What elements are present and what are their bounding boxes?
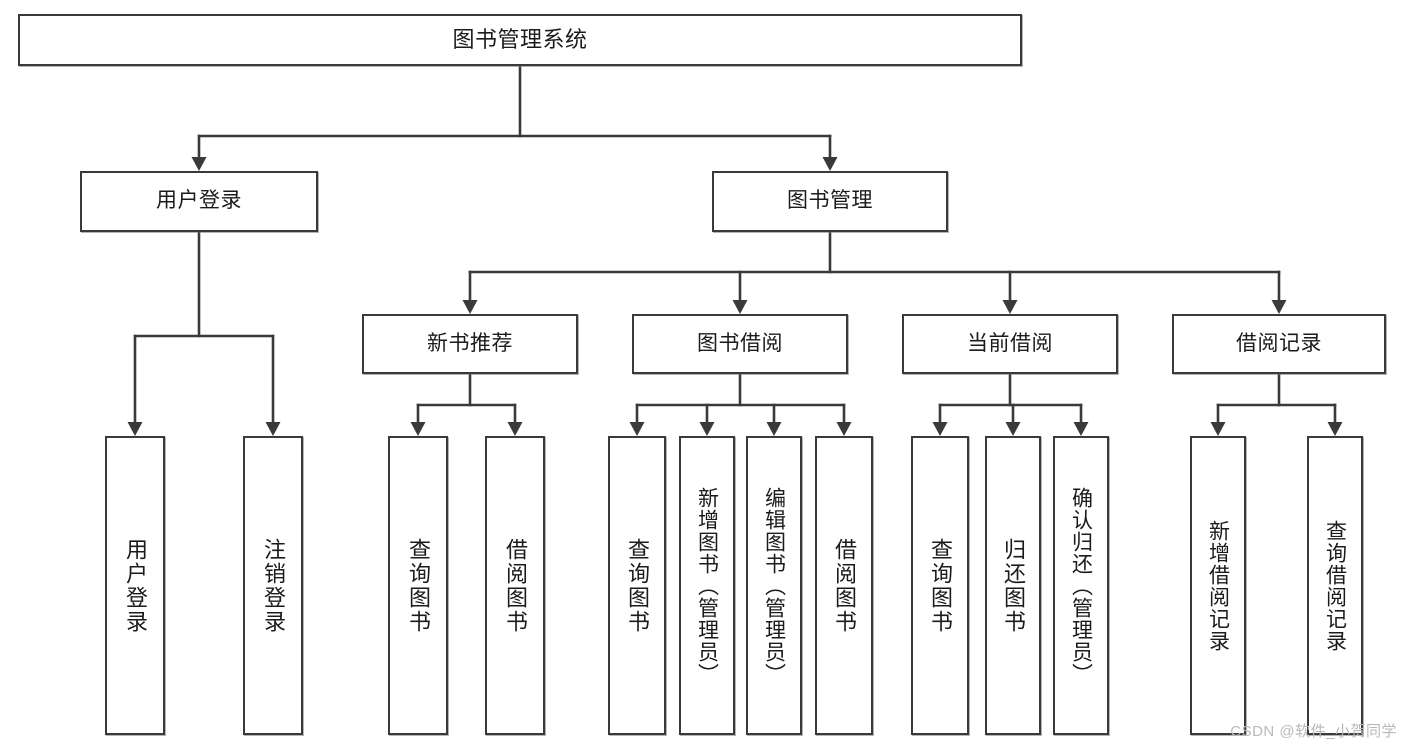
node-leaf-user-logout[interactable]: 注销登录 xyxy=(243,436,303,735)
node-leaf-user-login[interactable]: 用户登录 xyxy=(105,436,165,735)
node-label: 新增借阅记录 xyxy=(1206,519,1230,652)
edge-book-manage-arrow-1-head xyxy=(732,300,748,314)
node-leaf-add-record[interactable]: 新增借阅记录 xyxy=(1190,436,1246,735)
node-leaf-cur-query-book[interactable]: 查询图书 xyxy=(911,436,969,735)
node-label: 查询图书 xyxy=(625,537,650,634)
edge-new-book-rec-arrow-0-head xyxy=(410,422,426,436)
csdn-watermark: CSDN @软件_小贺同学 xyxy=(1230,723,1397,740)
edge-book-manage-arrow-3-head xyxy=(1271,300,1287,314)
node-leaf-edit-book[interactable]: 编辑图书（管理员） xyxy=(746,436,802,735)
node-user-login[interactable]: 用户登录 xyxy=(80,171,318,232)
node-label: 查询借阅记录 xyxy=(1323,519,1347,652)
edge-new-book-rec-arrow-1-head xyxy=(507,422,523,436)
node-leaf-return-book[interactable]: 归还图书 xyxy=(985,436,1041,735)
edge-book-borrow-arrow-1-head xyxy=(699,422,715,436)
edge-borrow-record-arrow-1-head xyxy=(1327,422,1343,436)
node-label: 确认归还（管理员） xyxy=(1069,486,1093,685)
node-book-manage[interactable]: 图书管理 xyxy=(712,171,948,232)
node-label: 当前借阅 xyxy=(967,331,1053,355)
node-leaf-borrow-book[interactable]: 借阅图书 xyxy=(815,436,873,735)
node-root-system-title[interactable]: 图书管理系统 xyxy=(18,14,1022,66)
edge-current-borrow-arrow-0-head xyxy=(932,422,948,436)
node-label: 新增图书（管理员） xyxy=(695,486,719,685)
edge-borrow-record-arrow-0-head xyxy=(1210,422,1226,436)
node-label: 借阅图书 xyxy=(503,537,528,634)
node-label: 用户登录 xyxy=(123,537,148,634)
node-leaf-rec-query-book[interactable]: 查询图书 xyxy=(388,436,448,735)
node-label: 注销登录 xyxy=(261,537,286,634)
node-leaf-query-record[interactable]: 查询借阅记录 xyxy=(1307,436,1363,735)
edge-user-login-arrow-1-head xyxy=(265,422,281,436)
node-borrow-record[interactable]: 借阅记录 xyxy=(1172,314,1386,374)
node-label: 图书管理系统 xyxy=(452,27,588,53)
edge-user-login-arrow-0-head xyxy=(127,422,143,436)
edge-root-arrow-1-head xyxy=(822,157,838,171)
node-leaf-rec-borrow-book[interactable]: 借阅图书 xyxy=(485,436,545,735)
node-label: 图书借阅 xyxy=(697,331,783,355)
edge-book-manage-arrow-2-head xyxy=(1002,300,1018,314)
node-label: 编辑图书（管理员） xyxy=(762,486,786,685)
node-label: 新书推荐 xyxy=(427,331,513,355)
node-leaf-confirm-return[interactable]: 确认归还（管理员） xyxy=(1053,436,1109,735)
edge-book-borrow-arrow-0-head xyxy=(629,422,645,436)
node-label: 用户登录 xyxy=(156,189,242,213)
node-leaf-add-book[interactable]: 新增图书（管理员） xyxy=(679,436,735,735)
edge-book-manage-arrow-0-head xyxy=(462,300,478,314)
edge-root-arrow-0-head xyxy=(191,157,207,171)
node-current-borrow[interactable]: 当前借阅 xyxy=(902,314,1118,374)
node-label: 借阅记录 xyxy=(1236,331,1322,355)
node-label: 查询图书 xyxy=(406,537,431,634)
edge-current-borrow-arrow-1-head xyxy=(1005,422,1021,436)
node-leaf-borrow-query-book[interactable]: 查询图书 xyxy=(608,436,666,735)
node-new-book-rec[interactable]: 新书推荐 xyxy=(362,314,578,374)
edge-book-borrow-arrow-3-head xyxy=(836,422,852,436)
node-label: 归还图书 xyxy=(1001,537,1026,634)
edge-book-borrow-arrow-2-head xyxy=(766,422,782,436)
node-label: 图书管理 xyxy=(787,189,873,213)
node-label: 查询图书 xyxy=(928,537,953,634)
node-label: 借阅图书 xyxy=(832,537,857,634)
edge-current-borrow-arrow-2-head xyxy=(1073,422,1089,436)
node-book-borrow[interactable]: 图书借阅 xyxy=(632,314,848,374)
edges-group xyxy=(127,64,1343,436)
